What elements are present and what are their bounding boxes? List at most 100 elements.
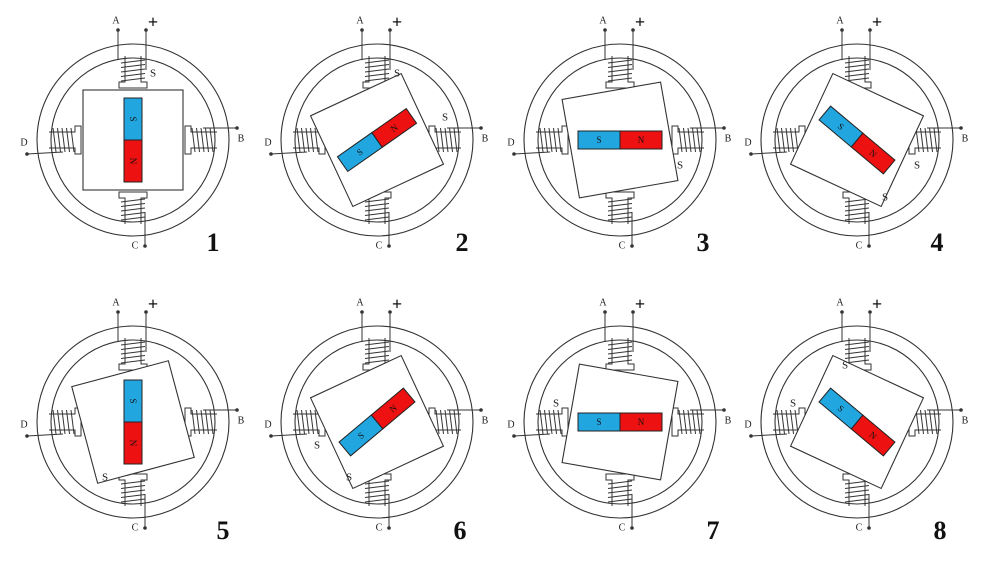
- winding-line: [924, 127, 929, 153]
- wire-d: [513, 433, 551, 437]
- winding-line: [844, 355, 870, 359]
- stator-coil: [118, 473, 148, 506]
- terminal-c-label: C: [856, 240, 863, 251]
- pole-label: S: [553, 398, 559, 410]
- winding-line: [66, 127, 70, 153]
- terminal-d-dot: [749, 434, 753, 438]
- winding-line: [364, 68, 390, 73]
- magnet: NS: [818, 105, 896, 175]
- winding-line: [120, 346, 146, 350]
- winding-line: [844, 341, 870, 346]
- stator-coil: [605, 56, 635, 89]
- winding-line: [844, 207, 870, 212]
- terminal-a-label: A: [599, 15, 607, 26]
- winding-line: [844, 73, 870, 77]
- magnet-south-label: S: [596, 417, 601, 427]
- wire-d: [750, 151, 788, 155]
- magnet-south-label: S: [836, 121, 846, 132]
- winding-line: [844, 498, 870, 503]
- winding-line: [52, 127, 57, 153]
- magnet: NS: [123, 379, 143, 465]
- winding-line: [364, 77, 390, 82]
- outer-ring: [760, 43, 954, 237]
- winding-line: [364, 73, 390, 77]
- terminal-c-label: C: [619, 522, 626, 533]
- winding-line: [692, 409, 696, 435]
- step-number: 7: [707, 516, 720, 545]
- terminal-a-label: A: [836, 15, 844, 26]
- winding-line: [120, 485, 146, 489]
- stator-coil: [118, 191, 148, 224]
- winding-line: [844, 216, 870, 221]
- terminal-c-dot: [387, 244, 391, 248]
- winding-line: [544, 409, 548, 435]
- winding-line: [364, 64, 390, 68]
- winding-line: [364, 203, 390, 207]
- step-number: 4: [931, 228, 944, 257]
- terminal-b-dot: [722, 126, 726, 130]
- winding-line: [844, 203, 870, 207]
- winding-line: [539, 409, 544, 435]
- terminal-b-dot: [235, 126, 239, 130]
- magnet-north-label: N: [128, 158, 138, 165]
- terminal-plus-label: +: [148, 294, 158, 314]
- magnet-south-label: S: [128, 116, 138, 121]
- terminal-a-dot: [603, 310, 607, 314]
- winding-line: [70, 409, 75, 435]
- terminal-d-label: D: [507, 419, 514, 430]
- winding-line: [120, 73, 146, 77]
- terminal-d-label: D: [20, 419, 27, 430]
- winding-line: [844, 212, 870, 216]
- stator-coil: [536, 407, 569, 437]
- terminal-a-dot: [360, 28, 364, 32]
- terminal-plus-dot: [631, 28, 635, 32]
- winding-line: [687, 127, 692, 153]
- stator-coil: [671, 407, 704, 437]
- winding-line: [607, 73, 633, 77]
- winding-line: [548, 127, 553, 153]
- outer-ring: [523, 325, 717, 519]
- winding-line: [607, 480, 633, 485]
- terminal-d-label: D: [744, 419, 751, 430]
- stator-coil: [49, 125, 82, 155]
- stator-coil: [118, 56, 148, 89]
- pole-tooth: [671, 407, 704, 437]
- magnet-north-label: N: [867, 148, 879, 160]
- pole-tooth: [118, 191, 148, 224]
- winding-line: [120, 59, 146, 64]
- winding-line: [120, 216, 146, 221]
- winding-line: [844, 346, 870, 350]
- winding-line: [607, 216, 633, 221]
- winding-line: [607, 68, 633, 73]
- terminal-a-dot: [840, 310, 844, 314]
- winding-line: [607, 494, 633, 498]
- winding-line: [933, 127, 938, 153]
- terminal-plus-label: +: [872, 294, 882, 314]
- terminal-c-label: C: [376, 522, 383, 533]
- winding-line: [61, 409, 66, 435]
- winding-line: [364, 198, 390, 203]
- pole-label: S: [842, 360, 848, 372]
- winding-line: [364, 489, 390, 494]
- pole-label: S: [394, 68, 400, 80]
- pole-label: S: [882, 192, 888, 204]
- winding-line: [364, 359, 390, 364]
- terminal-a-dot: [603, 28, 607, 32]
- terminal-plus-label: +: [872, 12, 882, 32]
- stator-coil: [671, 125, 704, 155]
- terminal-d-dot: [25, 152, 29, 156]
- winding-line: [844, 489, 870, 494]
- terminal-a-label: A: [356, 15, 364, 26]
- winding-line: [607, 350, 633, 355]
- magnet-north-label: N: [867, 430, 879, 442]
- stator-coil: [184, 125, 217, 155]
- terminal-d-label: D: [507, 137, 514, 148]
- magnet-south-label: S: [356, 430, 366, 441]
- pole-tooth: [536, 407, 569, 437]
- terminal-plus-dot: [868, 310, 872, 314]
- terminal-c-dot: [867, 244, 871, 248]
- terminal-b-dot: [479, 408, 483, 412]
- terminal-d-label: D: [20, 137, 27, 148]
